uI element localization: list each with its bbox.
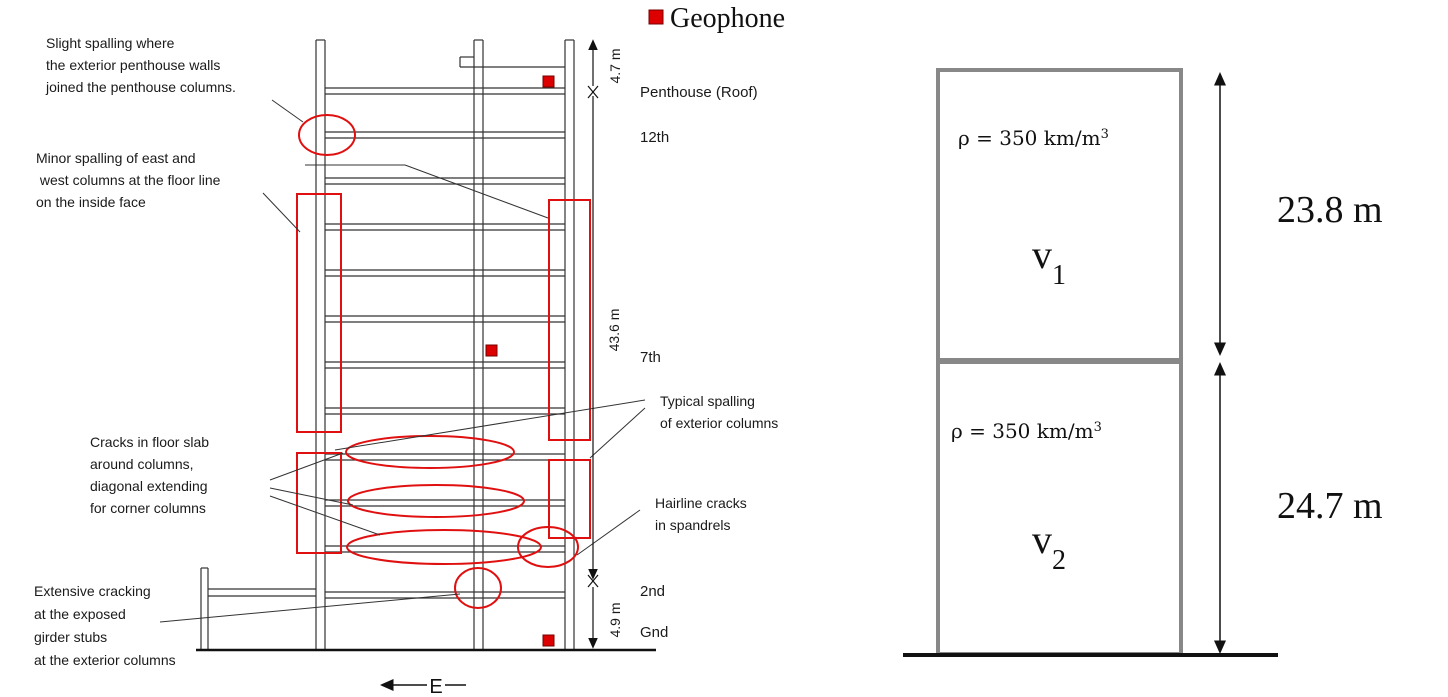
upper-layer-box: [936, 68, 1183, 362]
slab-crack-ellipse-2: [347, 484, 525, 518]
direction-label: E: [429, 676, 442, 697]
dim-bottom-label: 4.9 m: [607, 602, 623, 637]
legend-label: Geophone: [670, 3, 785, 34]
floor-label-2nd: 2nd: [640, 583, 665, 600]
dim-top-label: 4.7 m: [607, 48, 623, 83]
lower-density: ρ = 350 km/m3: [951, 419, 1102, 443]
east-column-spalling-box: [548, 199, 591, 441]
floor-label-gnd: Gnd: [640, 624, 668, 641]
damage-markings: [296, 114, 591, 609]
dim-middle-label: 43.6 m: [606, 309, 622, 352]
dimension-arrows: [587, 39, 599, 649]
geophone-mid: [485, 344, 498, 357]
lower-velocity: v2: [1032, 517, 1066, 576]
layer-model: ρ = 350 km/m3 v1 ρ = 350 km/m3 v2 23.8 m…: [903, 68, 1383, 657]
lower-layer-box: [936, 360, 1183, 656]
east-lower-spalling-box: [548, 459, 591, 539]
west-column-spalling-box: [296, 193, 342, 433]
penthouse-spalling-ellipse: [298, 114, 356, 156]
legend: Geophone: [648, 3, 785, 34]
floor-slabs: [325, 87, 565, 599]
direction-indicator: E: [380, 676, 466, 697]
lower-height-label: 24.7 m: [1277, 485, 1383, 527]
slab-crack-ellipse-1: [345, 435, 515, 469]
girder-crack-ellipse: [454, 567, 502, 609]
building-frame: [200, 39, 575, 650]
upper-density: ρ = 350 km/m3: [958, 126, 1109, 150]
geophone-ground: [542, 634, 555, 647]
floor-label-roof: Penthouse (Roof): [640, 84, 758, 101]
floor-label-7th: 7th: [640, 349, 661, 366]
spandrel-crack-ellipse: [517, 526, 579, 568]
upper-height-label: 23.8 m: [1277, 189, 1383, 231]
slab-crack-ellipse-3: [346, 529, 542, 565]
geophone-roof: [542, 75, 555, 88]
floor-label-12th: 12th: [640, 129, 669, 146]
annotation-minor-spalling: Minor spalling of east and west columns …: [36, 150, 221, 210]
upper-velocity: v1: [1032, 232, 1066, 291]
geophone-legend-marker: [648, 9, 664, 25]
